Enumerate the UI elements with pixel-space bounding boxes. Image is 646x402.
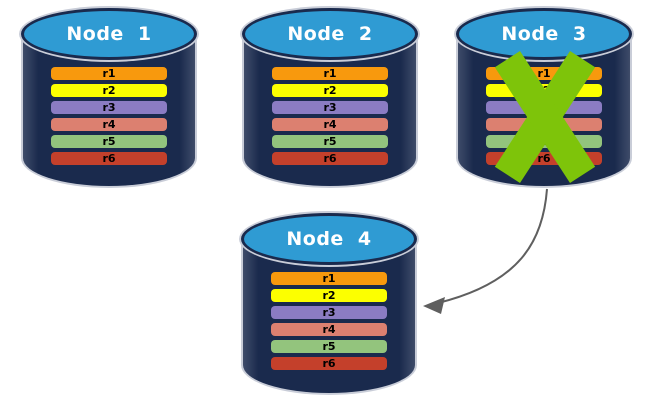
row-label: r5 xyxy=(102,135,116,148)
node-2-cylinder-top: Node 2 xyxy=(242,8,418,60)
row-label: r1 xyxy=(323,67,337,80)
row-bar-r6: r6 xyxy=(271,357,387,370)
failure-x-icon xyxy=(494,50,596,184)
row-label: r1 xyxy=(537,67,551,80)
row-bar-r5: r5 xyxy=(51,135,167,148)
row-bar-r3: r3 xyxy=(272,101,388,114)
node-4-cylinder-top: Node 4 xyxy=(241,213,417,265)
node-4: r1 r2 r3 r4 r5 r6 Node 4 xyxy=(241,213,417,395)
node-1-cylinder-top: Node 1 xyxy=(21,8,197,60)
row-label: r4 xyxy=(323,118,337,131)
node-1: r1 r2 r3 r4 r5 r6 Node 1 xyxy=(21,8,197,188)
row-bar-r1: r1 xyxy=(51,67,167,80)
row-label: r2 xyxy=(323,84,337,97)
row-bar-r6: r6 xyxy=(51,152,167,165)
row-bar-r1: r1 xyxy=(272,67,388,80)
node-4-title: Node 4 xyxy=(286,228,372,250)
row-bar-r2: r2 xyxy=(272,84,388,97)
row-label: r4 xyxy=(322,323,336,336)
row-bar-r2: r2 xyxy=(271,289,387,302)
node-2-title: Node 2 xyxy=(287,23,373,45)
row-label: r3 xyxy=(102,101,116,114)
row-bar-r2: r2 xyxy=(51,84,167,97)
node-3-cylinder-top: Node 3 xyxy=(456,8,632,60)
node-1-title: Node 1 xyxy=(66,23,152,45)
row-label: r1 xyxy=(102,67,116,80)
row-label: r3 xyxy=(322,306,336,319)
row-label: r1 xyxy=(322,272,336,285)
row-bar-r3: r3 xyxy=(271,306,387,319)
arrow-head-icon xyxy=(423,297,445,314)
node-2: r1 r2 r3 r4 r5 r6 Node 2 xyxy=(242,8,418,188)
row-bar-r6: r6 xyxy=(272,152,388,165)
row-label: r4 xyxy=(102,118,116,131)
node-2-rows: r1 r2 r3 r4 r5 r6 xyxy=(272,67,388,165)
row-bar-r5: r5 xyxy=(272,135,388,148)
row-label: r2 xyxy=(102,84,116,97)
row-bar-r5: r5 xyxy=(271,340,387,353)
row-label: r5 xyxy=(322,340,336,353)
node-3-title: Node 3 xyxy=(501,23,587,45)
node-4-rows: r1 r2 r3 r4 r5 r6 xyxy=(271,272,387,370)
row-bar-r4: r4 xyxy=(51,118,167,131)
arrow-curve xyxy=(437,188,548,304)
row-bar-r1: r1 xyxy=(271,272,387,285)
node-1-rows: r1 r2 r3 r4 r5 r6 xyxy=(51,67,167,165)
row-label: r6 xyxy=(323,152,337,165)
row-label: r6 xyxy=(102,152,116,165)
row-bar-r3: r3 xyxy=(51,101,167,114)
row-label: r5 xyxy=(323,135,337,148)
row-bar-r4: r4 xyxy=(271,323,387,336)
row-label: r3 xyxy=(323,101,337,114)
row-label: r2 xyxy=(322,289,336,302)
row-label: r6 xyxy=(322,357,336,370)
node-3: r1 r2 r3 r4 r5 r6 Node 3 xyxy=(456,8,632,188)
row-bar-r4: r4 xyxy=(272,118,388,131)
row-label: r6 xyxy=(537,152,551,165)
